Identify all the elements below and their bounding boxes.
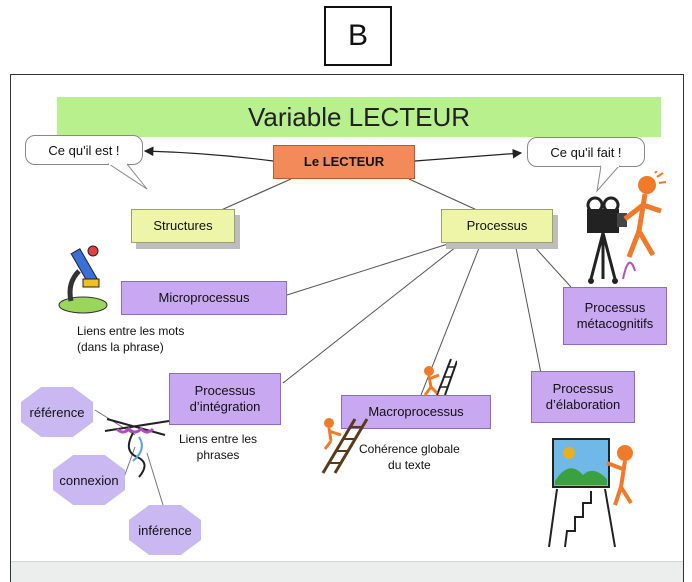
note-microprocessus: Liens entre les mots (dans la phrase)	[77, 323, 184, 355]
branch-structures: Structures	[131, 209, 235, 243]
center-node-lecteur: Le LECTEUR	[273, 145, 415, 179]
note-integration: Liens entre les phrases	[179, 431, 257, 463]
camera-operator-icon	[586, 171, 667, 284]
speech-bubble-left: Ce qu'il est !	[25, 135, 143, 165]
slide-footer-strip	[11, 561, 683, 582]
integration-line-1: Processus	[194, 383, 256, 399]
ladder-icon	[321, 418, 369, 474]
elaboration-line-2: d’élaboration	[545, 397, 621, 412]
branch-processus: Processus	[441, 209, 553, 243]
knitting-icon	[104, 418, 170, 478]
meta-line-2: métacognitifs	[576, 316, 654, 331]
speech-bubble-right: Ce qu'il fait !	[527, 137, 645, 167]
painter-easel-icon	[548, 438, 633, 548]
note-micro-line-1: Liens entre les mots	[77, 324, 185, 338]
note-integration-line-1: Liens entre les	[179, 432, 258, 446]
node-processus-integration: Processus d’intégration	[169, 373, 281, 425]
note-macroprocessus: Cohérence globale du texte	[359, 441, 460, 473]
note-micro-line-2: (dans la phrase)	[77, 340, 164, 355]
note-macro-line-2: du texte	[388, 458, 431, 473]
bubble-tail-right	[596, 165, 621, 193]
connector-lines	[94, 146, 572, 506]
node-processus-elaboration: Processus d’élaboration	[531, 371, 635, 423]
elaboration-line-1: Processus	[552, 381, 614, 397]
octagon-connexion: connexion	[53, 455, 125, 505]
title-banner: Variable LECTEUR	[57, 97, 661, 137]
meta-line-1: Processus	[584, 300, 646, 316]
bubble-tail-left	[107, 163, 148, 190]
panel-label: B	[324, 6, 392, 66]
note-integration-line-2: phrases	[196, 448, 240, 463]
octagon-reference: référence	[21, 387, 93, 437]
node-microprocessus: Microprocessus	[121, 281, 287, 315]
ladder-climber-icon	[423, 358, 457, 396]
microscope-icon	[58, 245, 108, 314]
integration-line-2: d’intégration	[189, 399, 261, 414]
octagon-inference: inférence	[129, 505, 201, 555]
node-macroprocessus: Macroprocessus	[341, 395, 491, 429]
node-processus-metacognitifs: Processus métacognitifs	[563, 287, 667, 345]
slide: Variable LECTEUR Ce qu'il est ! Ce qu'il…	[10, 74, 684, 582]
note-macro-line-1: Cohérence globale	[359, 442, 460, 456]
